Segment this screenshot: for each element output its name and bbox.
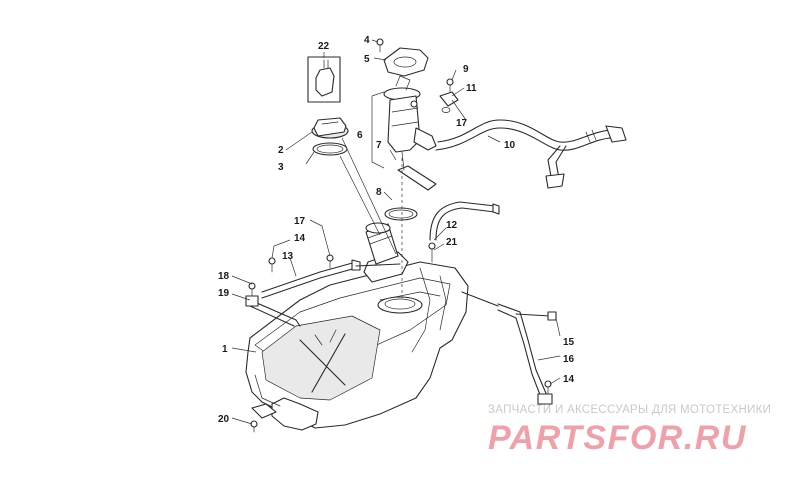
- callout-6: 6: [357, 130, 363, 141]
- watermark-logo-text: PARTSFOR.RU: [488, 419, 747, 456]
- callout-10: 10: [504, 140, 516, 151]
- callout-1: 1: [222, 344, 228, 355]
- callout-8: 8: [376, 187, 382, 198]
- callout-14-left: 14: [294, 233, 306, 244]
- callout-20: 20: [218, 414, 230, 425]
- bracket-19: [245, 282, 301, 327]
- retainer-plate-5: [383, 47, 429, 77]
- callout-15: 15: [563, 337, 575, 348]
- strap-13: [261, 254, 401, 299]
- o-ring-8: [384, 207, 418, 221]
- callout-19: 19: [218, 288, 230, 299]
- callout-7: 7: [376, 140, 382, 151]
- callout-11: 11: [466, 83, 477, 94]
- filler-neck: [365, 222, 399, 265]
- screw-14-right: [544, 380, 552, 395]
- part-22-box: [307, 56, 341, 103]
- watermark-subtitle: ЗАПЧАСТИ И АКСЕССУАРЫ ДЛЯ МОТОТЕХНИКИ: [488, 404, 772, 416]
- callout-12: 12: [446, 220, 458, 231]
- callout-4: 4: [364, 35, 370, 46]
- screw-4: [376, 38, 384, 53]
- callout-14-right: 14: [563, 374, 575, 385]
- watermark-logo: PARTSFOR.RU: [488, 419, 747, 456]
- callout-2: 2: [278, 145, 284, 156]
- callout-16: 16: [563, 354, 575, 365]
- screw-14-left: [268, 257, 276, 273]
- fuel-pump-assembly: [371, 75, 437, 191]
- callout-17-top: 17: [456, 118, 468, 129]
- callout-21: 21: [446, 237, 458, 248]
- callout-22: 22: [318, 41, 330, 52]
- callout-17-left: 17: [294, 216, 306, 227]
- callout-5: 5: [364, 54, 370, 65]
- clamp-9: [446, 78, 454, 93]
- callout-9: 9: [463, 64, 469, 75]
- vent-hose-12: [428, 201, 500, 263]
- callout-3: 3: [278, 162, 284, 173]
- fuel-tank: [245, 251, 469, 431]
- strap-16: [461, 291, 557, 405]
- leader-lines: [231, 39, 561, 425]
- fitting-11: [439, 91, 459, 113]
- fuel-cap: [311, 117, 349, 139]
- callout-18: 18: [218, 271, 230, 282]
- cap-gasket: [312, 142, 348, 156]
- callout-labels: 22 4 5 6 7 2 3 8 9 11 17 10 12 21 17 14 …: [218, 35, 575, 425]
- callout-13: 13: [282, 251, 294, 262]
- fuel-line-10: [435, 119, 627, 189]
